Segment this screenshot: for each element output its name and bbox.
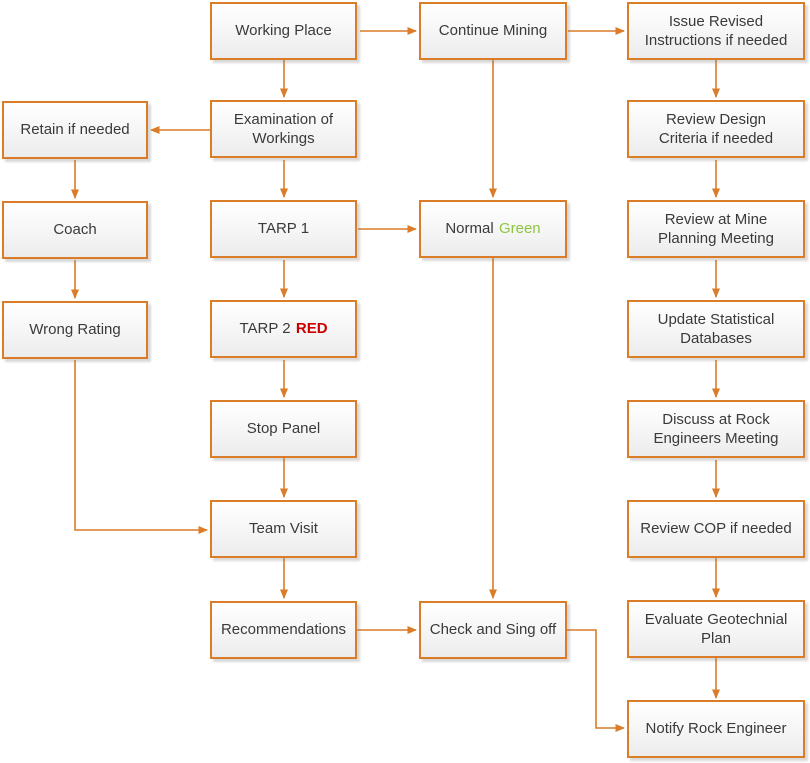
node-label: Coach	[53, 221, 97, 239]
node-team-visit: Team Visit	[210, 500, 357, 558]
node-label: Evaluate Geotechnial Plan	[644, 610, 788, 648]
node-issue-revised-instructions: Issue Revised Instructions if needed	[627, 2, 805, 60]
node-label: Examination of Workings	[233, 110, 334, 148]
node-label: Working Place	[235, 22, 332, 40]
node-evaluate-geotechnial-plan: Evaluate Geotechnial Plan	[627, 600, 805, 658]
node-review-mine-planning: Review at Mine Planning Meeting	[627, 200, 805, 258]
node-coach: Coach	[2, 201, 148, 259]
node-retain-if-needed: Retain if needed	[2, 101, 148, 159]
node-label: Normal	[445, 220, 494, 238]
node-review-design-criteria: Review Design Criteria if needed	[627, 100, 805, 158]
node-label: Review COP if needed	[640, 520, 792, 538]
node-label: Review Design Criteria if needed	[658, 110, 774, 148]
node-label: Check and Sing off	[429, 621, 557, 639]
node-check-and-sing-off: Check and Sing off	[419, 601, 567, 659]
node-label: Wrong Rating	[29, 321, 121, 339]
node-tarp-1: TARP 1	[210, 200, 357, 258]
node-label: TARP 1	[257, 220, 310, 238]
node-label: Update Statistical Databases	[657, 310, 775, 348]
node-label: Notify Rock Engineer	[645, 720, 787, 738]
node-label: TARP 2	[239, 320, 291, 338]
node-label: Team Visit	[249, 520, 318, 538]
node-label-highlight-green: Green	[498, 220, 541, 238]
node-discuss-rock-engineers: Discuss at Rock Engineers Meeting	[627, 400, 805, 458]
node-label-highlight-red: RED	[295, 320, 328, 338]
node-label: Recommendations	[220, 621, 347, 639]
node-review-cop: Review COP if needed	[627, 500, 805, 558]
arrow-wrong-rating-to-team-visit	[74, 360, 208, 534]
node-stop-panel: Stop Panel	[210, 400, 357, 458]
node-working-place: Working Place	[210, 2, 357, 60]
node-label: Stop Panel	[246, 420, 321, 438]
node-label: Retain if needed	[20, 121, 130, 139]
node-wrong-rating: Wrong Rating	[2, 301, 148, 359]
node-notify-rock-engineer: Notify Rock Engineer	[627, 700, 805, 758]
node-continue-mining: Continue Mining	[419, 2, 567, 60]
node-label: Discuss at Rock Engineers Meeting	[653, 410, 779, 448]
node-recommendations: Recommendations	[210, 601, 357, 659]
node-label: Continue Mining	[438, 22, 548, 40]
arrow-check-sign-off-to-notify-rock	[567, 629, 625, 732]
node-label: Issue Revised Instructions if needed	[644, 12, 788, 50]
node-examination-of-workings: Examination of Workings	[210, 100, 357, 158]
node-update-statistical-databases: Update Statistical Databases	[627, 300, 805, 358]
node-label: Review at Mine Planning Meeting	[658, 210, 774, 248]
